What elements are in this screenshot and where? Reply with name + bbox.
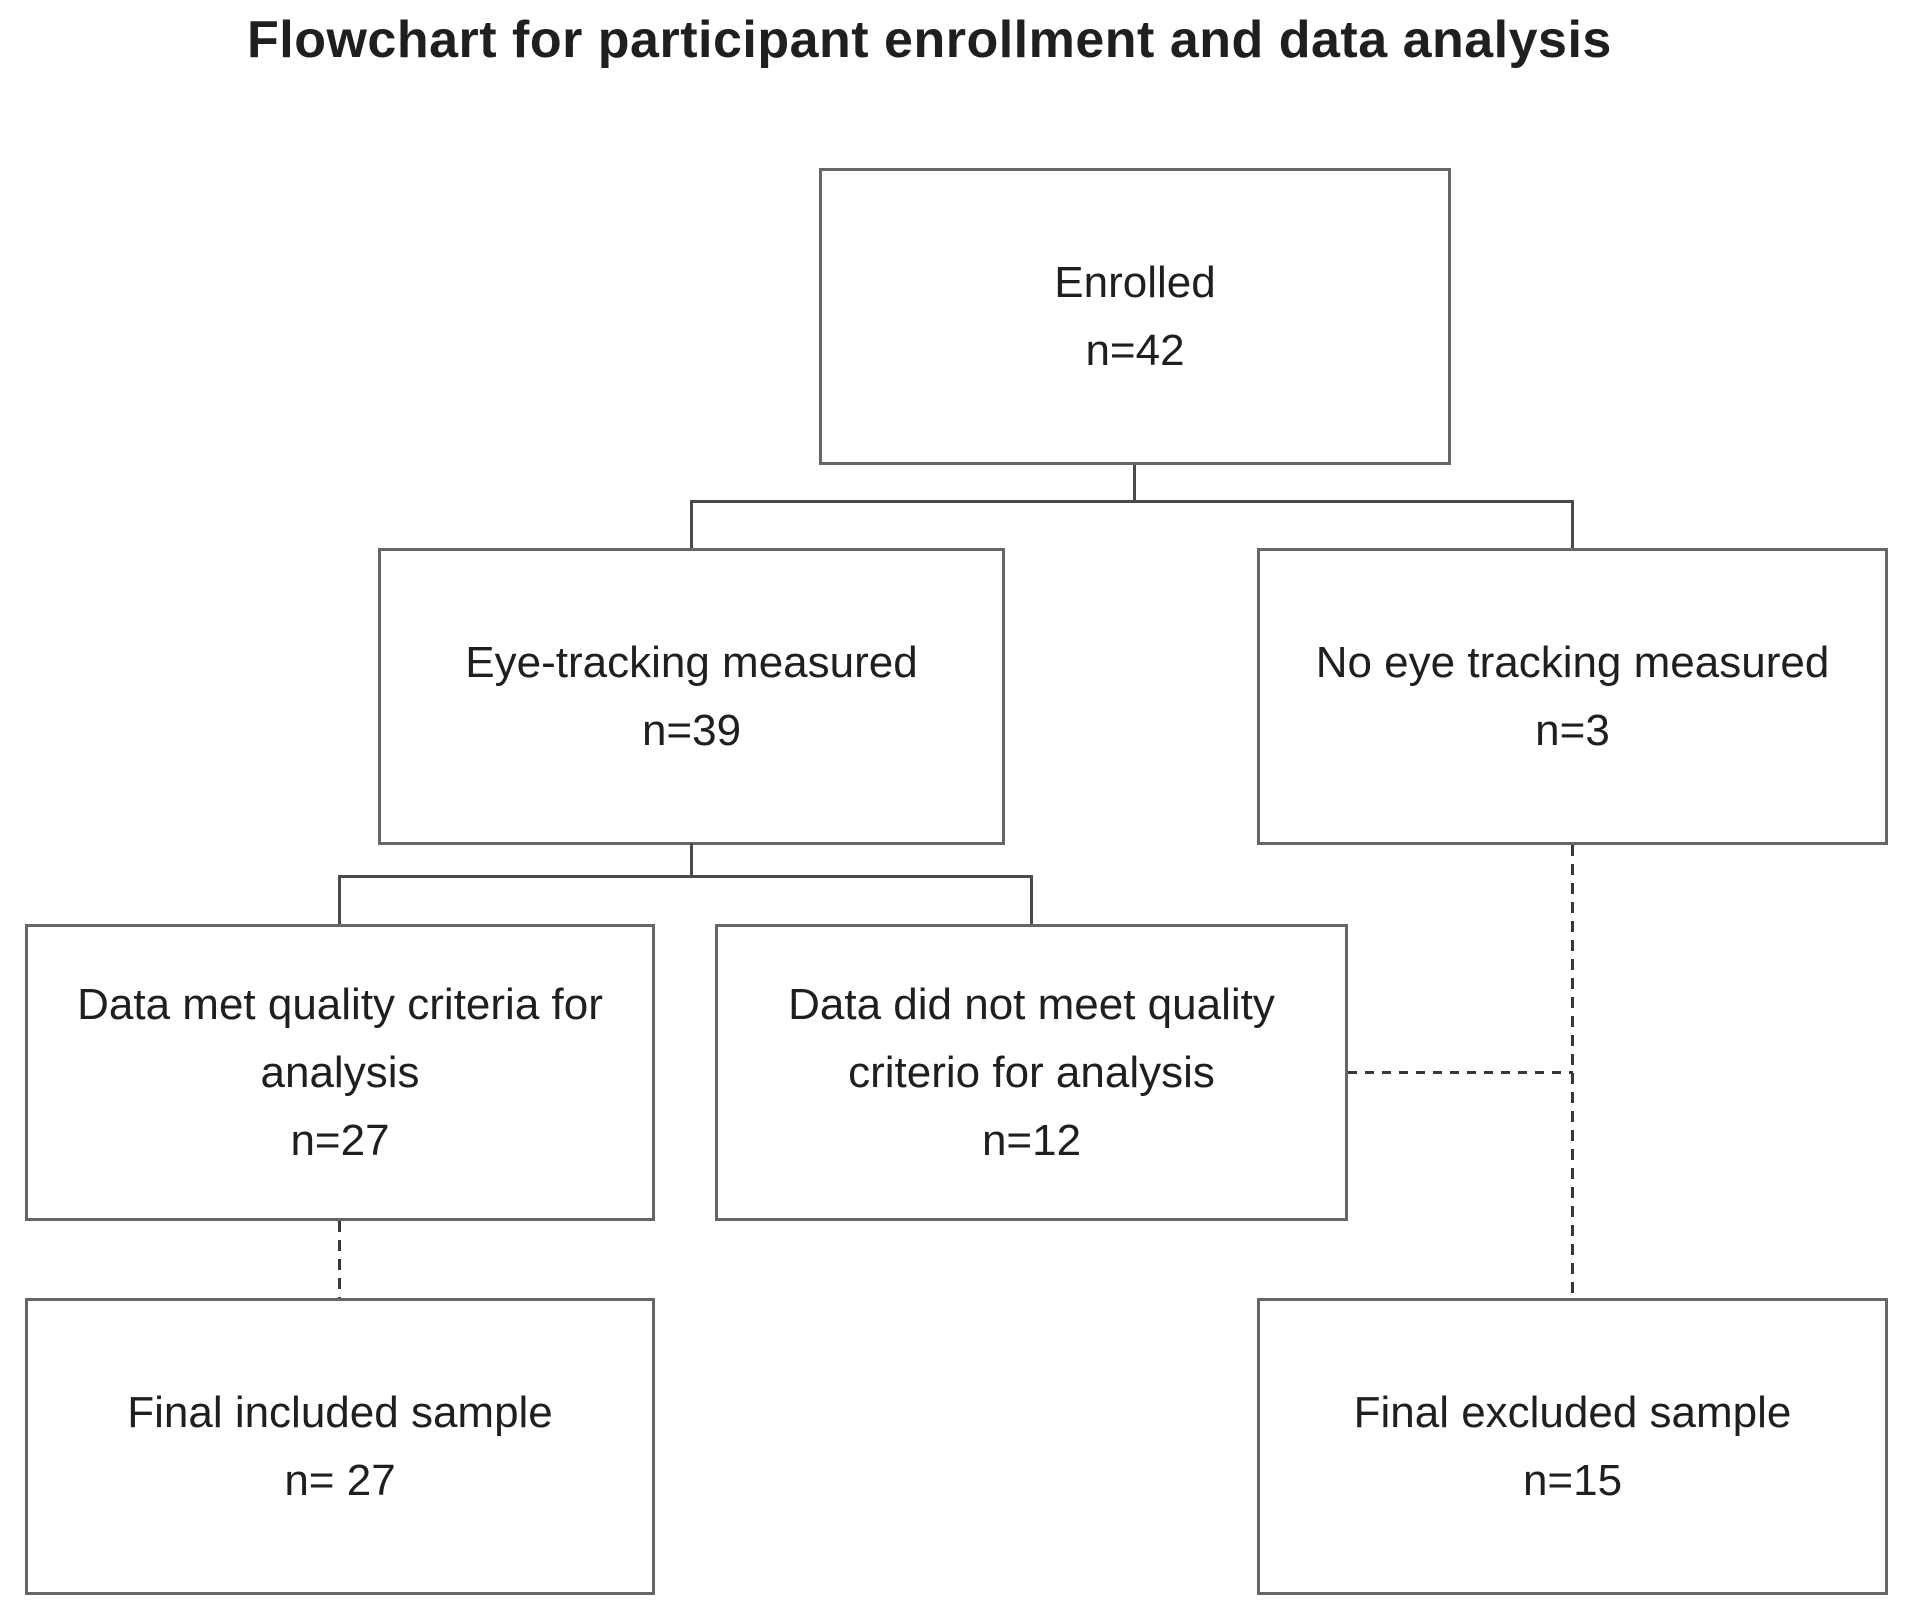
box-final-included-sample-text: Final included sample n= 27 <box>127 1387 553 1505</box>
connector-to-no-eye-tracking <box>1571 500 1574 548</box>
box-data-met-quality-criteria: Data met quality criteria for analysis n… <box>25 924 655 1221</box>
flowchart-title: Flowchart for participant enrollment and… <box>247 11 1612 69</box>
connector-enrolled-split <box>690 500 1574 503</box>
box-final-excluded-sample-text: Final excluded sample n=15 <box>1353 1387 1792 1505</box>
box-data-did-not-meet-quality-text: Data did not meet quality criterio for a… <box>788 979 1275 1165</box>
box-enrolled-text: Enrolled n=42 <box>1054 257 1216 375</box>
dashed-connector-met-to-included <box>338 1221 341 1298</box>
box-eye-tracking-measured-text: Eye-tracking measured n=39 <box>465 637 918 755</box>
box-no-eye-tracking-measured: No eye tracking measured n=3 <box>1257 548 1888 845</box>
connector-eye-tracking-stem <box>690 843 693 877</box>
box-data-met-quality-criteria-text: Data met quality criteria for analysis n… <box>77 979 603 1165</box>
box-final-included-sample: Final included sample n= 27 <box>25 1298 655 1595</box>
box-enrolled: Enrolled n=42 <box>819 168 1451 465</box>
dashed-connector-not-met-to-excluded <box>1348 1071 1573 1074</box>
connector-to-eye-tracking <box>690 500 693 548</box>
box-final-excluded-sample: Final excluded sample n=15 <box>1257 1298 1888 1595</box>
connector-to-data-not-met <box>1030 875 1033 924</box>
box-no-eye-tracking-measured-text: No eye tracking measured n=3 <box>1315 637 1830 755</box>
connector-enrolled-stem <box>1133 465 1136 503</box>
connector-eye-tracking-split <box>338 875 1033 878</box>
connector-to-data-met <box>338 875 341 924</box>
box-eye-tracking-measured: Eye-tracking measured n=39 <box>378 548 1005 845</box>
box-data-did-not-meet-quality: Data did not meet quality criterio for a… <box>715 924 1348 1221</box>
